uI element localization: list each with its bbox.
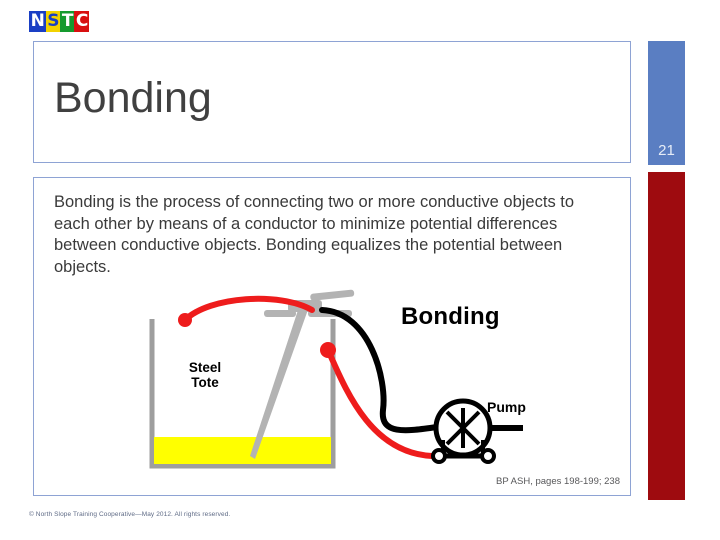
dip-tube-body — [250, 304, 310, 459]
steel-tote-shape — [149, 319, 336, 469]
steel-tote-label: Steel Tote — [170, 360, 240, 390]
tote-outline — [149, 319, 336, 469]
bond-wire-red-top — [182, 295, 315, 323]
nozzle-handle — [264, 310, 296, 317]
bonding-diagram — [140, 288, 550, 488]
title-placeholder: Bonding — [33, 41, 631, 163]
bond-clamp-tote — [178, 313, 192, 327]
pump-label: Pump — [487, 399, 526, 415]
accent-bar-red — [648, 172, 685, 500]
page-number: 21 — [658, 142, 675, 159]
source-reference: BP ASH, pages 198-199; 238 — [496, 476, 620, 487]
pump-wheel-left — [431, 448, 447, 464]
logo-letter-s: S — [45, 11, 61, 32]
page-title: Bonding — [54, 74, 212, 122]
hose-black — [319, 307, 440, 434]
tote-liquid-fill — [154, 437, 331, 464]
nozzle-spout-upper — [310, 289, 355, 301]
logo-letter-t: T — [60, 11, 75, 32]
nstc-logo: N S T C — [29, 11, 90, 32]
bond-wire-red-pump — [325, 347, 435, 459]
pump-symbol — [431, 398, 523, 464]
page-number-bar: 21 — [648, 41, 685, 165]
copyright-notice: © North Slope Training Cooperative—May 2… — [29, 511, 231, 518]
steel-tote-label-line1: Steel — [188, 360, 222, 375]
logo-letter-n: N — [29, 11, 46, 32]
body-paragraph: Bonding is the process of connecting two… — [54, 193, 575, 276]
logo-letter-c: C — [74, 11, 90, 32]
steel-tote-label-line2: Tote — [191, 375, 219, 390]
diagram-title-label: Bonding — [401, 303, 500, 330]
bond-clamp-wall — [320, 342, 336, 358]
pump-wheel-right — [480, 448, 496, 464]
dip-tube — [250, 304, 310, 459]
